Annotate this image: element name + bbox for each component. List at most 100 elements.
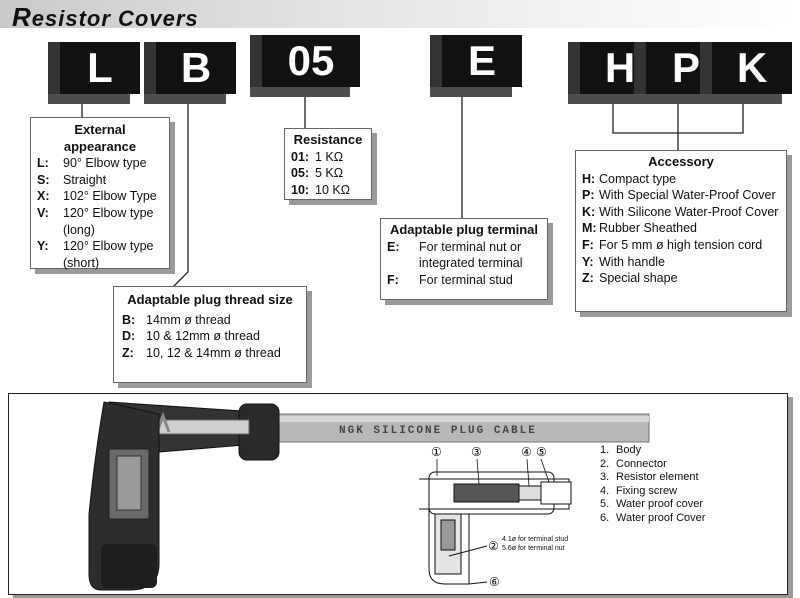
item-key: Z: xyxy=(582,271,594,286)
item-key: 01: xyxy=(291,149,310,164)
code-letter: B xyxy=(156,42,236,94)
list-item: L:90° Elbow type xyxy=(37,155,163,172)
item-value: Rubber Sheathed xyxy=(599,221,697,236)
code-letter: K xyxy=(712,42,792,94)
list-item: E:For terminal nut or xyxy=(387,239,541,256)
resistor-cover-illustration: NGK SILICONE PLUG CABLE xyxy=(88,401,650,591)
item-key: S: xyxy=(37,172,50,187)
page-title: Resistor Covers xyxy=(12,2,199,32)
legend-item: 6. Water proof Cover xyxy=(600,512,705,526)
box-title: Adaptable plug thread size xyxy=(127,292,293,307)
header-bar: Resistor Covers xyxy=(0,0,800,32)
code-letter: L xyxy=(60,42,140,94)
box-title: Accessory xyxy=(648,154,714,169)
legend-number: 2. xyxy=(600,457,610,470)
callout-2: ② xyxy=(488,539,499,553)
item-key xyxy=(37,222,63,239)
item-key: Y: xyxy=(37,239,49,254)
code-block-k: K xyxy=(700,42,792,104)
item-key: P: xyxy=(582,188,595,203)
item-value: 5 KΩ xyxy=(315,166,344,181)
item-value: For 5 mm ø high tension cord xyxy=(599,237,763,252)
connector-b xyxy=(167,103,189,293)
legend-number: 6. xyxy=(600,511,610,524)
item-key: F: xyxy=(387,272,399,287)
thread-size-box: Adaptable plug thread size B:14mm ø thre… xyxy=(113,286,307,383)
item-key: Y: xyxy=(582,254,594,269)
item-value: Straight xyxy=(63,172,107,187)
item-value: integrated terminal xyxy=(419,256,523,271)
callout-4: ④ xyxy=(521,445,532,459)
list-item: D: 10 & 12mm ø thread xyxy=(122,328,298,345)
item-value: 1 KΩ xyxy=(315,149,344,164)
item-key: X: xyxy=(37,189,50,204)
list-item: Z:10, 12 & 14mm ø thread xyxy=(122,345,298,362)
item-value: 10, 12 & 14mm ø thread xyxy=(146,345,281,360)
item-value: 120° Elbow type xyxy=(63,205,154,220)
item-key: V: xyxy=(37,205,49,220)
code-block-l: L xyxy=(48,42,140,104)
list-item: (long) xyxy=(37,222,163,239)
illustration-panel: NGK SILICONE PLUG CABLE xyxy=(8,393,788,595)
list-item: K:With Silicone Water-Proof Cover xyxy=(582,204,780,221)
item-value: 102° Elbow Type xyxy=(63,189,157,204)
item-value: 10 KΩ xyxy=(315,182,351,197)
code-letter: 05 xyxy=(262,35,360,87)
metal-connector xyxy=(158,419,250,435)
item-key: M: xyxy=(582,221,597,236)
item-value: With handle xyxy=(599,254,666,269)
legend-number: 5. xyxy=(600,498,610,511)
list-item: 05:5 KΩ xyxy=(291,165,365,182)
dim-note-nut: 5.6ø for terminal nut xyxy=(502,545,565,552)
item-key: L: xyxy=(37,156,49,171)
box-title: Adaptable plug terminal xyxy=(389,222,539,237)
plug-terminal-insert xyxy=(116,455,142,511)
list-item: (short) xyxy=(37,255,163,272)
legend-item: 3.Resistor element xyxy=(600,471,705,485)
legend-item: 2.Connector xyxy=(600,458,705,472)
cross-section xyxy=(419,471,572,585)
list-item: V: 120° Elbow type xyxy=(37,205,163,222)
legend-label: Water proof cover xyxy=(616,498,704,511)
list-item: B:14mm ø thread xyxy=(122,312,298,329)
item-key: H: xyxy=(582,171,596,186)
legend-item: 4.Fixing screw xyxy=(600,485,705,499)
code-block-05: 05 xyxy=(250,35,360,97)
legend-item: 5. Water proof cover xyxy=(600,498,705,512)
item-value: With Silicone Water-Proof Cover xyxy=(599,204,779,219)
item-key: D: xyxy=(122,329,136,344)
legend-number: 1. xyxy=(600,444,610,456)
list-item: X: 102° Elbow Type xyxy=(37,188,163,205)
list-item: M:Rubber Sheathed xyxy=(582,220,780,237)
box-title: Resistance xyxy=(293,132,363,147)
code-block-b: B xyxy=(144,42,236,104)
item-key xyxy=(387,255,419,272)
item-value: Compact type xyxy=(599,171,677,186)
legend-label: Water proof Cover xyxy=(616,511,706,524)
item-value: (short) xyxy=(63,255,100,270)
item-value: With Special Water-Proof Cover xyxy=(599,188,776,203)
item-value: 10 & 12mm ø thread xyxy=(146,329,260,344)
list-item: H:Compact type xyxy=(582,171,780,188)
callout-3: ③ xyxy=(471,445,482,459)
list-item: Y: 120° Elbow type xyxy=(37,238,163,255)
callout-6: ⑥ xyxy=(489,575,500,589)
legend-label: Resistor element xyxy=(616,471,699,484)
item-key: K: xyxy=(582,204,596,219)
code-block-e: E xyxy=(430,35,522,97)
list-item: integrated terminal xyxy=(387,255,541,272)
callout-1: ① xyxy=(431,445,442,459)
plug-terminal-box: Adaptable plug terminal E:For terminal n… xyxy=(380,218,548,300)
list-item: 01: 1 KΩ xyxy=(291,149,365,166)
list-item: F: For terminal stud xyxy=(387,272,541,289)
cable-print: NGK SILICONE PLUG CABLE xyxy=(339,425,537,437)
connector-hpk-bracket xyxy=(612,103,744,134)
item-value: 120° Elbow type xyxy=(63,239,154,254)
item-key xyxy=(37,255,63,272)
item-key: F: xyxy=(582,237,594,252)
item-value: For terminal stud xyxy=(419,272,513,287)
